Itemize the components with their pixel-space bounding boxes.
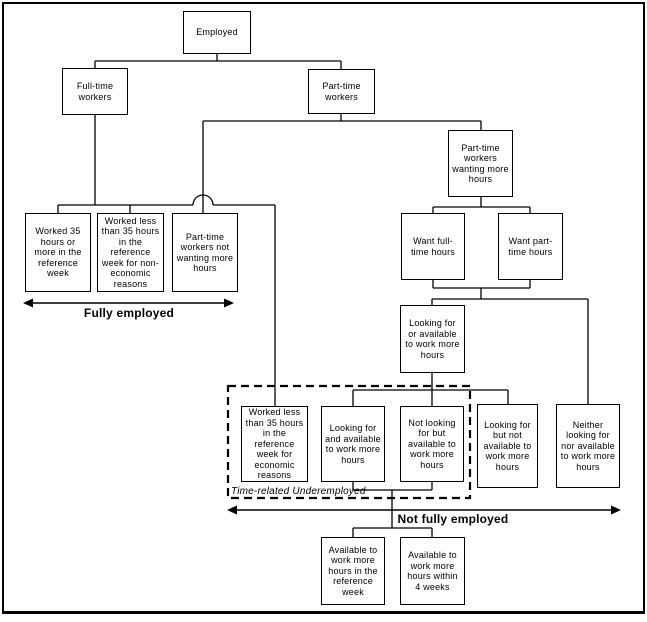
node-looking-but-not-available: Looking for but not available to work mo…	[477, 404, 538, 488]
node-worked-less-economic: Worked less than 35 hours in the referen…	[241, 406, 308, 482]
fully-employed-arrow	[23, 298, 234, 308]
node-employed: Employed	[183, 11, 251, 54]
fully-employed-label: Fully employed	[83, 306, 175, 320]
node-looking-and-available: Looking for and available to work more h…	[321, 406, 385, 482]
node-want-part-time-hours: Want part-time hours	[498, 213, 563, 280]
node-part-time-workers: Part-time workers	[308, 69, 375, 114]
node-available-within-4-weeks: Available to work more hours within 4 we…	[400, 537, 465, 605]
node-worked-less-non-economic: Worked less than 35 hours in the referen…	[97, 213, 164, 292]
node-neither-looking-nor-available: Neither looking for nor available to wor…	[556, 404, 620, 488]
node-full-time-workers: Full-time workers	[62, 68, 128, 115]
node-worked-35-or-more: Worked 35 hours or more in the reference…	[25, 213, 91, 292]
node-want-full-time-hours: Want full-time hours	[401, 213, 465, 280]
node-part-time-wanting-more: Part-time workers wanting more hours	[448, 130, 513, 197]
node-looking-or-available: Looking for or available to work more ho…	[400, 305, 465, 373]
not-fully-employed-label: Not fully employed	[397, 512, 509, 526]
line-crossover-bridge	[192, 194, 214, 206]
node-available-reference-week: Available to work more hours in the refe…	[321, 537, 385, 605]
not-fully-employed-arrow	[227, 505, 621, 515]
node-not-looking-but-available: Not looking for but available to work mo…	[400, 406, 464, 482]
tree-connectors	[57, 54, 589, 537]
node-part-time-not-wanting: Part-time workers not wanting more hours	[172, 213, 238, 292]
time-related-underemployed-dashed-outline	[226, 384, 472, 500]
time-related-underemployed-label: Time-related Underemployed	[231, 486, 366, 497]
